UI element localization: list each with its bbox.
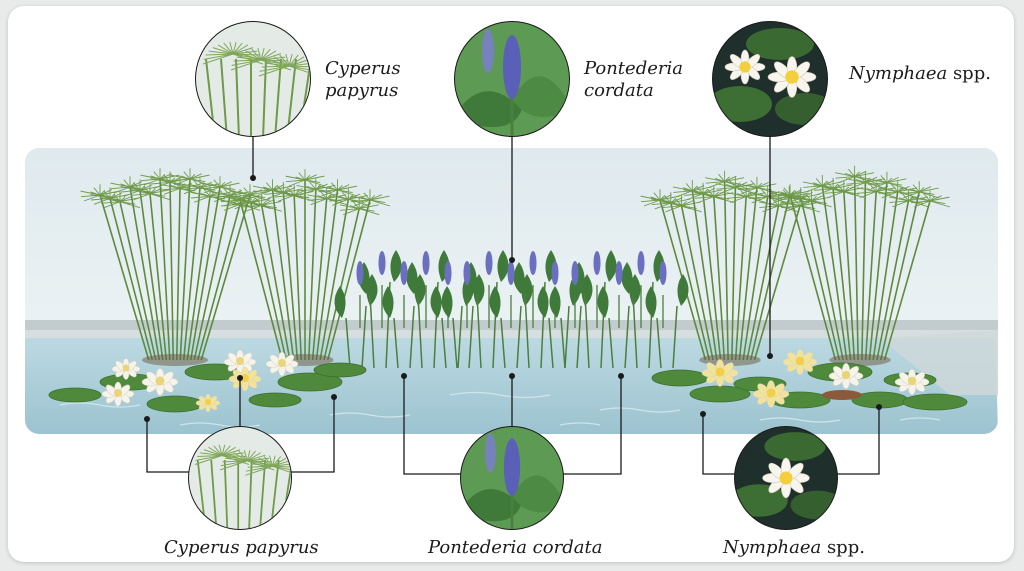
label-top-pontederia-line1: Pontederia [584, 58, 683, 79]
label-bottom-papyrus-text: Cyperus papyrus [164, 537, 319, 558]
pickerelweed-group [334, 250, 689, 369]
papyrus-clump-left [80, 168, 391, 366]
water-lily-group [48, 349, 968, 413]
label-top-papyrus: Cyperus papyrus [325, 58, 401, 102]
label-bottom-pontederia-text: Pontederia cordata [428, 537, 603, 558]
label-top-pontederia-line2: cordata [584, 80, 654, 101]
papyrus-inset-icon [195, 21, 311, 137]
papyrus-clump-right [640, 165, 951, 366]
label-top-nymphaea: Nymphaea spp. [849, 63, 991, 85]
water-ripples [59, 391, 941, 428]
label-top-papyrus-line1: Cyperus [325, 58, 401, 79]
label-bottom-nymphaea-genus: Nymphaea [723, 537, 822, 558]
label-top-pontederia: Pontederia cordata [584, 58, 683, 102]
label-top-nymphaea-genus: Nymphaea [849, 63, 948, 84]
papyrus-inset-bottom-icon [188, 426, 292, 530]
label-bottom-pontederia: Pontederia cordata [428, 537, 602, 559]
label-bottom-nymphaea: Nymphaea spp. [723, 537, 865, 559]
pickerelweed-inset-bottom-icon [460, 426, 564, 530]
label-top-nymphaea-suffix: spp. [947, 63, 991, 84]
label-top-papyrus-line2: papyrus [325, 80, 399, 101]
leader-dots [144, 175, 882, 422]
label-bottom-nymphaea-suffix: spp. [821, 537, 865, 558]
water-lily-inset-icon [712, 21, 828, 137]
leader-lines [146, 136, 880, 475]
pickerelweed-inset-icon [454, 21, 570, 137]
label-bottom-papyrus: Cyperus papyrus [164, 537, 319, 559]
water-lily-inset-bottom-icon [734, 426, 838, 530]
